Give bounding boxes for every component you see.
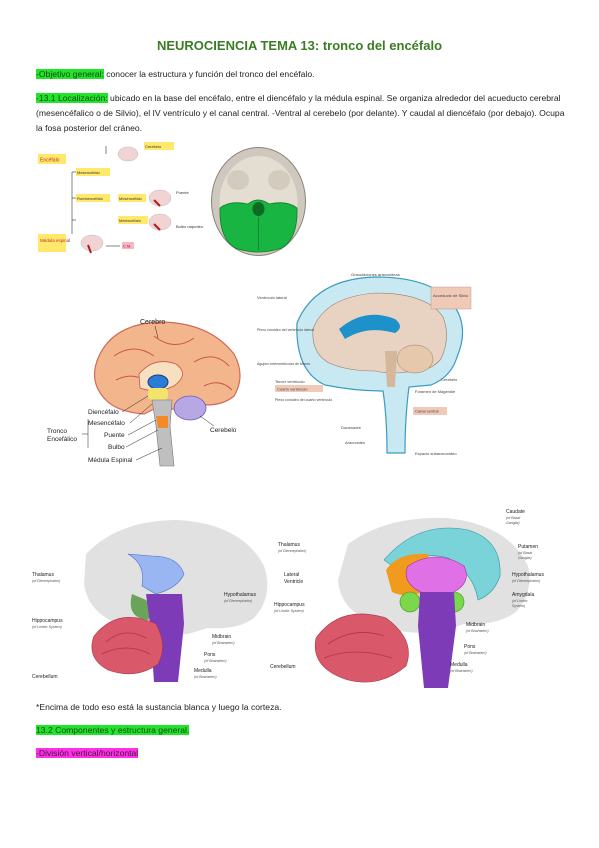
label-hippocampus: Hippocampus (274, 602, 305, 608)
brain-division-scheme-figure: Encéfalo Mesencéfalo Rombencéfalo Mesenc… (38, 142, 204, 254)
section-13-2-heading: 13.2 Componentes y estructura general. (36, 725, 190, 735)
label-espacio-subaracnoideo: Espacio subaracnoideo (415, 451, 457, 456)
scheme-label-bulbo: Bulbo raquídeo (176, 224, 204, 229)
label-midbrain-sub: (of Brainstem) (212, 641, 235, 645)
label-hippocampus-sub: (of Limbic System) (32, 625, 62, 629)
label-hippocampus: Hippocampus (32, 618, 63, 624)
label-thalamus-sub: (of Diencephalon) (278, 549, 306, 553)
note-paragraph: *Encima de todo eso está la sustancia bl… (36, 702, 282, 712)
brainstem-sagittal-figure: Cerebro Diencéfalo Mesencéfalo Tronco En… (47, 319, 241, 467)
label-puente: Puente (104, 432, 125, 439)
label-putamen-sub2: Ganglia) (518, 556, 532, 560)
label-midbrain: Midbrain (466, 622, 485, 628)
label-pons: Pons (204, 652, 216, 658)
scheme-label-metencefalo: Metencéfalo (119, 218, 142, 223)
label-thalamus: Thalamus (32, 572, 54, 578)
label-tronco: Tronco (47, 428, 67, 435)
localization-label: -13.1 Localización: (36, 93, 108, 103)
scheme-label-medula: Médula espinal (40, 238, 70, 243)
label-cuarto-ventriculo: Cuarto ventrículo (277, 387, 308, 392)
label-medulla: Medulla (194, 668, 212, 674)
section-13-2-paragraph: 13.2 Componentes y estructura general. (36, 723, 566, 738)
label-putamen: Putamen (518, 544, 538, 550)
label-thalamus-sub: (of Diencephalon) (32, 579, 60, 583)
label-lateral: Lateral (284, 572, 299, 578)
division-paragraph: -División vertical/horizontal (36, 746, 566, 761)
label-thalamus: Thalamus (278, 542, 300, 548)
label-midbrain-sub: (of Brainstem) (466, 629, 489, 633)
label-amygdala-sub1: (of Limbic (512, 599, 528, 603)
label-aracnoides: Aracnoides (345, 440, 365, 445)
label-hypothalamus-sub: (of Diencephalon) (224, 599, 252, 603)
label-canal-central: Canal central (415, 409, 439, 414)
label-medulla-sub: (of Brainstem) (194, 675, 217, 679)
label-granulaciones: Granulaciones aracnoideas (351, 272, 400, 277)
scheme-label-puente: Puente (176, 190, 189, 195)
scheme-label-mesencef: Mesencéfalo (119, 196, 142, 201)
label-cerebelo: Cerebelo (441, 377, 458, 382)
label-encefalico: Encefálico (47, 436, 77, 443)
label-ventricle: Ventricle (284, 579, 303, 585)
label-pons-sub: (of Brainstem) (204, 659, 227, 663)
objective-label: -Objetivo general: (36, 69, 104, 79)
label-medulla: Medulla (450, 662, 468, 668)
label-pons: Pons (464, 644, 476, 650)
label-pons-sub: (of Brainstem) (464, 651, 487, 655)
objective-paragraph: -Objetivo general: conocer la estructura… (36, 67, 566, 82)
objective-text: conocer la estructura y función del tron… (103, 69, 315, 79)
localization-text: ubicado en la base del encéfalo, entre e… (36, 93, 565, 133)
label-caudate-sub1: (of Basal (506, 516, 520, 520)
label-plexo-cuarto: Plexo coroideo del cuarto ventrículo (275, 398, 332, 402)
label-cerebro: Cerebro (140, 319, 165, 326)
label-diencefalo: Diencéfalo (88, 409, 119, 416)
label-bulbo: Bulbo (108, 444, 125, 451)
label-caudate-sub2: Ganglia) (506, 521, 520, 525)
scheme-label-cerebelo: Cerebelo (145, 144, 162, 149)
label-ventriculo-lateral: Ventrículo lateral (257, 295, 287, 300)
skull-base-figure (211, 147, 306, 256)
label-caudate: Caudate (506, 509, 525, 515)
brainstem-limbic-left-figure: Thalamus (of Diencephalon) Hypothalamus … (32, 520, 268, 682)
label-medulla-sub: (of Brainstem) (450, 669, 473, 673)
label-foramen: Foramen de Magendie (415, 389, 456, 394)
label-tercer-ventriculo: Tercer ventrículo (275, 379, 305, 384)
label-putamen-sub1: (of Basal (518, 551, 532, 555)
label-agujero-monro: Agujero interventricular de Monro (257, 362, 310, 366)
label-cerebelo: Cerebelo (210, 427, 237, 434)
label-medula-espinal: Médula Espinal (88, 457, 133, 464)
label-cerebellum: Cerebellum (32, 674, 58, 680)
scheme-label-encefalo: Encéfalo (40, 158, 60, 164)
label-cerebellum: Cerebellum (270, 664, 296, 670)
label-duramadre: Duramadre (341, 425, 362, 430)
label-amygdala-sub2: System) (512, 604, 525, 608)
scheme-label-cm: C.M. (123, 244, 131, 249)
basal-ganglia-limbic-figure: Caudate (of Basal Ganglia) Thalamus (of … (270, 509, 544, 688)
label-hypothalamus: Hypothalamus (512, 572, 544, 578)
division-heading: -División vertical/horizontal (36, 748, 139, 758)
label-amygdala: Amygdala (512, 592, 534, 598)
label-hypothalamus: Hypothalamus (224, 592, 256, 598)
label-acueducto: Acueducto de Silvio (433, 293, 469, 298)
scheme-label-rombencefalo: Rombencéfalo (77, 196, 104, 201)
ventricular-system-figure: Granulaciones aracnoideas Ventrículo lat… (257, 272, 472, 456)
label-midbrain: Midbrain (212, 634, 231, 640)
page-title: NEUROCIENCIA TEMA 13: tronco del encéfal… (156, 38, 443, 53)
label-hippocampus-sub: (of Limbic System) (274, 609, 304, 613)
localization-paragraph: -13.1 Localización: ubicado en la base d… (36, 91, 566, 136)
label-hypothalamus-sub: (of Diencephalon) (512, 579, 540, 583)
label-plexo-coroideo: Plexo coroideo del ventrículo lateral (257, 328, 314, 332)
scheme-label-mesencefalo: Mesencéfalo (77, 170, 100, 175)
label-mesencefalo: Mesencéfalo (88, 420, 125, 427)
